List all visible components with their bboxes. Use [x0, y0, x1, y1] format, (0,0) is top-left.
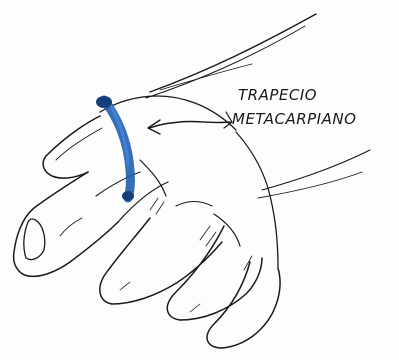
- forearm-right-contour: [236, 132, 268, 188]
- middle-finger-knuckle: [176, 202, 212, 207]
- annotation-label-line2: METACARPIANO: [232, 112, 356, 127]
- index-fingernail: [24, 219, 45, 260]
- shade-hatch-3: [200, 226, 210, 240]
- annotation-label-line1: TRAPECIO: [238, 88, 317, 103]
- thumb-inner: [56, 128, 102, 160]
- index-finger-bottom: [28, 222, 118, 276]
- hand-lower-contour: [268, 188, 278, 268]
- little-finger-bottom: [222, 268, 280, 348]
- shade-hatch-2: [156, 202, 164, 214]
- little-finger-top: [207, 262, 250, 348]
- shade-hatch-6: [120, 282, 130, 290]
- forearm-lower-line: [262, 150, 370, 190]
- index-finger-top: [14, 172, 88, 276]
- ring-finger-crease: [214, 214, 240, 246]
- shade-hatch-7: [190, 304, 200, 312]
- index-finger-crease: [60, 218, 82, 236]
- forearm-lower-line-2: [258, 172, 362, 198]
- shade-hatch-1: [150, 198, 158, 210]
- ring-finger-top: [167, 226, 224, 320]
- ring-finger-bottom: [180, 258, 262, 320]
- middle-finger-bottom: [112, 242, 222, 304]
- forearm-upper-line: [150, 14, 316, 92]
- middle-finger-top: [100, 218, 150, 304]
- palm-line-2: [118, 182, 168, 222]
